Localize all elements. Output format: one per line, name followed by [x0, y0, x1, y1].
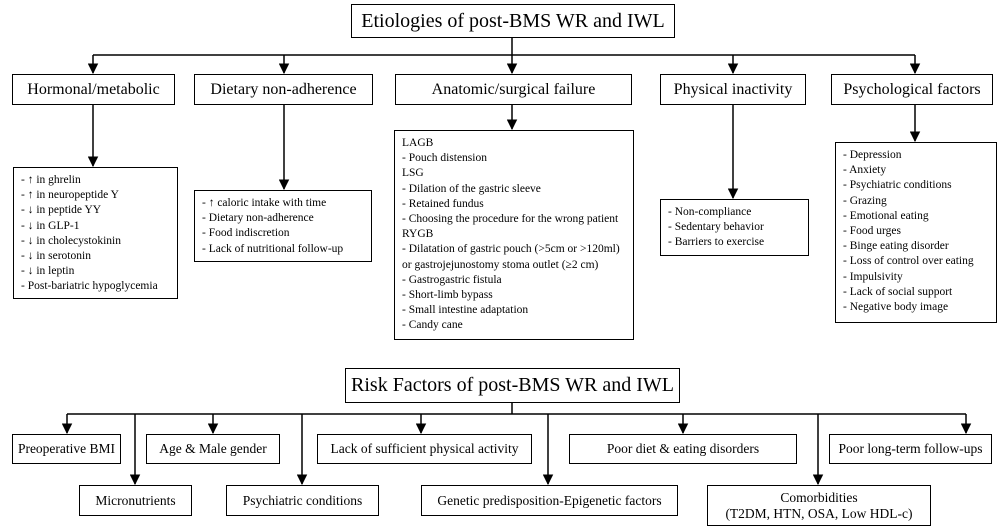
list-item: - ↓ in leptin	[21, 265, 75, 278]
etiology-title: Etiologies of post-BMS WR and IWL	[351, 4, 675, 38]
list-item: - Non-compliance	[668, 206, 752, 218]
category-psychological-factors: Psychological factors	[831, 74, 993, 105]
list-item: - Food urges	[843, 225, 901, 238]
category-physical-inactivity: Physical inactivity	[660, 74, 806, 105]
physical-inactivity-list: - Non-compliance - Sedentary behavior - …	[660, 199, 809, 256]
anatomic-surgical-failure-list: LAGB - Pouch distension LSG - Dilation o…	[394, 130, 634, 340]
risk-factor-preoperative-bmi: Preoperative BMI	[12, 434, 121, 464]
list-item: - ↑ in neuropeptide Y	[21, 189, 119, 202]
list-item: LSG	[402, 167, 424, 180]
list-item: - Emotional eating	[843, 209, 929, 222]
list-item: - Anxiety	[843, 164, 887, 177]
list-item: - Lack of nutritional follow-up	[202, 242, 344, 255]
list-item: - Dilatation of gastric pouch (>5cm or >…	[402, 243, 620, 256]
list-item: - Depression	[843, 149, 902, 161]
list-item: - Retained fundus	[402, 197, 484, 210]
list-item: - Pouch distension	[402, 152, 487, 165]
category-hormonal-metabolic: Hormonal/metabolic	[12, 74, 175, 105]
list-item: - ↓ in GLP-1	[21, 219, 80, 232]
comorbidities-sub: (T2DM, HTN, OSA, Low HDL-c)	[725, 505, 913, 521]
list-item: - Short-limb bypass	[402, 289, 493, 302]
list-item: - Post-bariatric hypoglycemia	[21, 280, 158, 293]
list-item: RYGB	[402, 228, 434, 241]
list-item: - Dilation of the gastric sleeve	[402, 182, 541, 195]
comorbidities-label: Comorbidities	[780, 489, 858, 505]
list-item: - Lack of social support	[843, 285, 953, 298]
list-item: - Sedentary behavior	[668, 221, 764, 234]
risk-factor-physical-activity: Lack of sufficient physical activity	[317, 434, 532, 464]
category-dietary-non-adherence: Dietary non-adherence	[194, 74, 373, 105]
list-item: - ↓ in peptide YY	[21, 204, 102, 217]
list-item: - Candy cane	[402, 319, 463, 332]
list-item: or gastrojejunostomy stoma outlet (≥2 cm…	[402, 258, 599, 271]
list-item: - Grazing	[843, 194, 887, 207]
list-item: - Binge eating disorder	[843, 240, 949, 253]
psychological-factors-list: - Depression - Anxiety - Psychiatric con…	[835, 142, 997, 323]
dietary-non-adherence-list: - ↑ caloric intake with time - Dietary n…	[194, 190, 372, 262]
list-item: - Food indiscretion	[202, 227, 290, 240]
list-item: - Barriers to exercise	[668, 236, 765, 249]
list-item: - ↓ in cholecystokinin	[21, 234, 121, 247]
risk-title: Risk Factors of post-BMS WR and IWL	[345, 368, 680, 403]
list-item: - Gastrogastric fistula	[402, 273, 502, 286]
risk-factor-psychiatric-conditions: Psychiatric conditions	[226, 485, 379, 516]
risk-factor-poor-diet: Poor diet & eating disorders	[569, 434, 797, 464]
hormonal-metabolic-list: - ↑ in ghrelin - ↑ in neuropeptide Y - ↓…	[13, 167, 178, 299]
list-item: - Loss of control over eating	[843, 255, 974, 268]
list-item: - Psychiatric conditions	[843, 179, 952, 192]
list-item: - ↓ in serotonin	[21, 250, 91, 263]
list-item: - Negative body image	[843, 301, 949, 314]
risk-factor-micronutrients: Micronutrients	[79, 485, 192, 516]
risk-factor-genetic-epigenetic: Genetic predisposition-Epigenetic factor…	[421, 485, 678, 516]
list-item: - ↑ caloric intake with time	[202, 197, 327, 209]
category-anatomic-surgical-failure: Anatomic/surgical failure	[395, 74, 632, 105]
list-item: LAGB	[402, 137, 434, 149]
list-item: - ↑ in ghrelin	[21, 174, 81, 186]
list-item: - Choosing the procedure for the wrong p…	[402, 213, 619, 226]
list-item: - Impulsivity	[843, 270, 903, 283]
risk-factor-age-male-gender: Age & Male gender	[146, 434, 280, 464]
risk-factor-follow-ups: Poor long-term follow-ups	[829, 434, 992, 464]
list-item: - Dietary non-adherence	[202, 212, 314, 225]
list-item: - Small intestine adaptation	[402, 304, 529, 317]
risk-factor-comorbidities: Comorbidities (T2DM, HTN, OSA, Low HDL-c…	[707, 485, 931, 526]
